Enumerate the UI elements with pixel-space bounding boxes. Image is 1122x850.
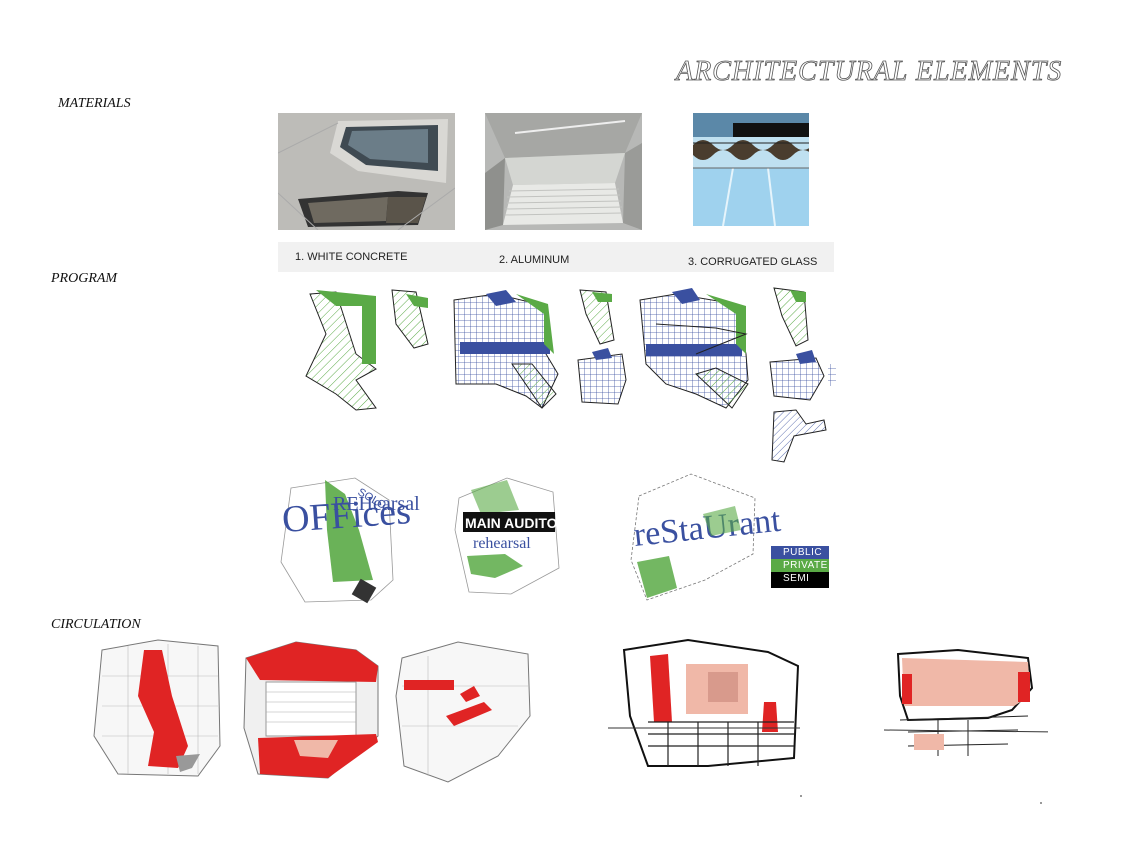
circulation-plan-3 [395, 641, 531, 783]
materials-caption-strip [278, 242, 834, 272]
stray-mark [800, 795, 802, 797]
stray-mark [1040, 802, 1042, 804]
legend-item-private: PRIVATE [771, 559, 829, 572]
section-label-circulation: CIRCULATION [51, 617, 141, 632]
program-typography-diagrams: OFFices REHearsal SOLO MAIN AUDITORIUM r… [280, 473, 783, 604]
circulation-plan-1 [93, 639, 221, 777]
program-plan-3 [453, 290, 559, 409]
legend-item-public: PUBLIC [771, 546, 829, 559]
section-label-materials: MATERIALS [58, 96, 131, 111]
program-plan-6 [769, 287, 836, 463]
circulation-section-1 [608, 638, 800, 767]
circulation-plan-2 [243, 641, 379, 779]
circulation-section-2 [883, 648, 1048, 756]
corrugated-glass-photo [693, 113, 809, 226]
program-word-diagram-2: MAIN AUDITORIUM rehearsal [454, 477, 593, 595]
program-word-diagram-1: OFFices REHearsal SOLO [280, 477, 420, 604]
program-plan-2 [391, 289, 429, 349]
program-plan-4 [577, 289, 627, 405]
program-word-diagram-3: reStaUrant [630, 473, 783, 601]
program-plan-1 [305, 290, 377, 411]
word-rehearsal-2: rehearsal [473, 535, 531, 552]
material-label-concrete: 1. WHITE CONCRETE [295, 251, 408, 263]
word-rehearsal: REHearsal [333, 493, 420, 515]
section-label-program: PROGRAM [51, 271, 118, 286]
word-offices: OFFices [281, 490, 412, 541]
material-label-aluminum: 2. ALUMINUM [499, 254, 570, 266]
page-title: ARCHITECTURAL ELEMENTS [676, 56, 1063, 88]
white-concrete-photo [278, 113, 455, 230]
program-plan-5 [639, 288, 749, 409]
material-label-glass: 3. CORRUGATED GLASS [688, 256, 818, 268]
word-main-auditorium: MAIN AUDITORIUM [465, 515, 593, 531]
circulation-plan-diagrams [93, 638, 1048, 783]
program-plan-diagrams [305, 287, 836, 463]
aluminum-photo [485, 113, 642, 230]
legend-item-semi: SEMI [771, 572, 829, 585]
program-legend: PUBLIC PRIVATE SEMI [771, 546, 829, 588]
